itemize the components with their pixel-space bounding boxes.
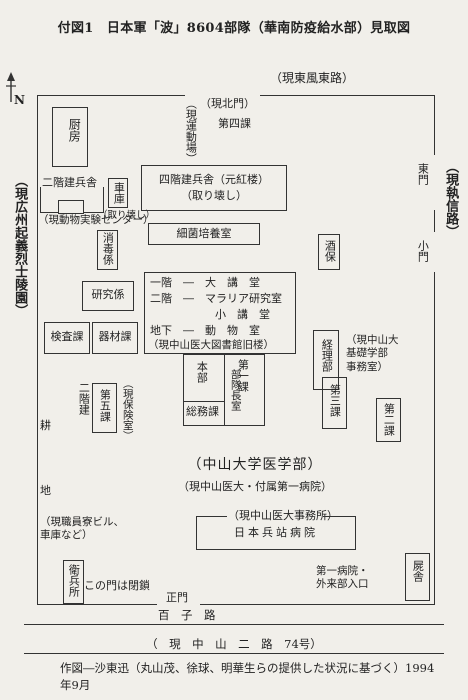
main-building: 一階 ― 大 講 堂 二階 ― マラリア研究室 小 講 堂 地下 ― 動 物 室…	[144, 272, 296, 354]
section4-label: 第四課	[218, 117, 251, 130]
top-road-label: （現東風東路）	[270, 71, 355, 85]
barracks2-label: 二階建兵舎	[42, 176, 97, 189]
disinfect-building: 消毒係	[97, 230, 118, 270]
footer-rule	[24, 653, 444, 655]
farmland-label-2: 地	[40, 484, 51, 497]
animal-lab-box	[58, 200, 84, 214]
wall-bottom-right	[200, 604, 435, 606]
right-road-label: （現執信路）	[443, 160, 459, 238]
section2-label: 第二課	[382, 403, 396, 436]
kitchen-building: 厨房	[52, 107, 88, 167]
main-floor1: 一階 ― 大 講 堂	[150, 276, 260, 289]
diagram-title: 付図1 日本軍「波」8604部隊（華南防疫給水部）見取図	[57, 21, 411, 36]
footer-credit: 作図―沙東迅（丸山茂、徐球、明華生らの提供した状況に基づく）1994年9月	[60, 661, 435, 692]
north-label: N	[14, 93, 25, 107]
left-road-label: （現広州起義烈士陵園）	[12, 174, 28, 317]
main-floor2b: 小 講 堂	[215, 308, 270, 321]
gate-road-label: 百 子 路	[158, 608, 216, 622]
finance-label: 経理部	[320, 339, 334, 372]
inspect-label: 検査課	[50, 330, 84, 343]
wall-right-bottom	[434, 272, 436, 605]
hospital-building: 日本兵站病院	[196, 516, 356, 550]
bottom-road-label: （ 現 中 山 二 路 74号）	[146, 637, 322, 651]
garage-note: （取り壊し）	[98, 210, 156, 221]
guard-label: 衛兵所	[67, 564, 81, 597]
inspect-building: 検査課	[44, 322, 90, 354]
finance-building: 経理部	[313, 330, 339, 390]
farmland-label-1: 耕	[40, 419, 51, 432]
first-hospital-note: 第一病院・ 外来部入口	[316, 565, 369, 591]
garage-label: 車庫	[112, 182, 126, 204]
section1-label: 第一課	[236, 359, 250, 392]
main-floor3: 地下 ― 動 物 室	[150, 324, 260, 337]
sake-label: 酒保	[323, 240, 337, 262]
morgue-label: 屍舎	[411, 560, 425, 582]
kitchen-label: 厨房	[67, 118, 82, 142]
university-sub-label: （現中山医大・付属第一病院）	[178, 480, 332, 493]
general-label: 総務課	[186, 405, 219, 418]
north-gate-label: （現北門）	[200, 97, 255, 110]
main-gate-label: 正門	[166, 591, 188, 604]
barracks4-building: 四階建兵舎（元紅楼） （取り壊し）	[141, 165, 287, 211]
section5-label: 第五課	[98, 389, 112, 422]
hq-block: 本部 第一課 総務課 部隊長室	[183, 354, 265, 426]
barracks4-label-2: （取り壊し）	[181, 189, 247, 202]
insurance-note: （現保険室）	[121, 378, 134, 441]
section2-building: 第二課	[376, 398, 401, 442]
section5-building: 第五課	[92, 383, 117, 433]
wall-right-top	[434, 95, 436, 155]
road-bottom-line	[24, 624, 444, 626]
east-gate-label: 東門	[416, 163, 430, 185]
hq-label: 本部	[195, 361, 209, 383]
hq-divider-v	[224, 355, 226, 425]
two-story-label: 二階建	[77, 382, 91, 415]
culture-label: 細菌培養室	[176, 227, 232, 240]
hq-divider-h	[184, 401, 224, 403]
wall-right-mid	[434, 210, 436, 232]
morgue-building: 屍舎	[405, 553, 430, 601]
culture-room: 細菌培養室	[148, 223, 260, 245]
hospital-top-left	[197, 516, 227, 518]
staff-dorm-note: （現職員寮ビル、 車庫など）	[40, 516, 124, 542]
research-label: 研究係	[91, 288, 125, 301]
small-gate-label: 小門	[416, 240, 430, 262]
wall-left	[37, 95, 39, 605]
wall-top-right	[260, 95, 435, 97]
wall-top-left	[37, 95, 185, 97]
hospital-label: 日本兵站病院	[234, 526, 318, 539]
office-note: （現中山医大事務所）	[228, 509, 338, 522]
section3-building: 第三課	[322, 377, 347, 429]
north-arrow-icon	[5, 72, 17, 104]
wall-bottom-left	[37, 604, 157, 606]
barracks4-label-1: 四階建兵舎（元紅楼）	[159, 173, 269, 186]
university-label: （中山大学医学部）	[187, 457, 323, 473]
equipment-building: 器材課	[92, 322, 138, 354]
section3-label: 第三課	[328, 384, 342, 417]
library-label: （現中山医大図書館旧楼）	[148, 339, 274, 351]
guard-building: 衛兵所	[63, 560, 84, 604]
transport-label: （現運動場）	[184, 98, 198, 164]
hospital-top-right	[323, 516, 356, 518]
main-floor2: 二階 ― マラリア研究室	[150, 292, 282, 305]
sake-building: 酒保	[318, 234, 340, 270]
research-building: 研究係	[82, 281, 134, 311]
basic-med-note: （現中山大 基礎学部 事務室）	[346, 334, 399, 373]
animal-lab-label: （現動物実験センター）	[38, 214, 154, 226]
garage-building: 車庫	[108, 178, 128, 208]
chief-label: 部隊長室	[229, 369, 242, 411]
equipment-label: 器材課	[98, 330, 132, 343]
disinfect-label: 消毒係	[101, 232, 115, 265]
closed-gate-label: この門は閉鎖	[84, 579, 150, 592]
